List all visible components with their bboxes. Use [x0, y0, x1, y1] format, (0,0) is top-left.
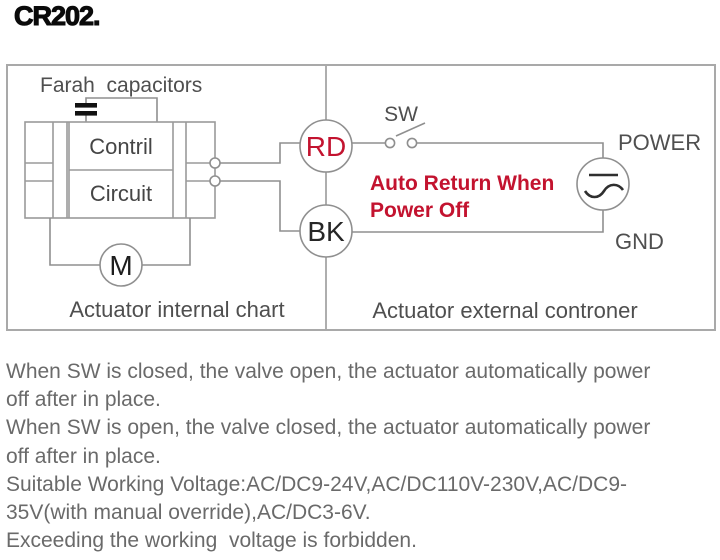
bk-node: BK: [299, 204, 353, 258]
wiring-diagram: Farah capacitors Contril Circuit M: [6, 64, 716, 331]
actuator-body: Contril Circuit: [24, 121, 216, 219]
ground-label: GND: [615, 229, 664, 254]
note-line: off after in place.: [6, 388, 161, 412]
note-line: Exceeding the working voltage is forbidd…: [6, 529, 417, 553]
switch-label: SW: [384, 103, 418, 126]
rd-label: RD: [306, 131, 346, 162]
capacitor-icon: [75, 97, 158, 122]
switch-icon: [384, 122, 426, 149]
note-line: 35V(with manual override),AC/DC3-6V.: [6, 501, 371, 525]
annotation-line2: Power Off: [370, 199, 470, 222]
motor-label: M: [109, 250, 132, 281]
note-line: Suitable Working Voltage:AC/DC9-24V,AC/D…: [6, 472, 627, 496]
capacitor-label: Farah capacitors: [40, 74, 202, 97]
notes-block: When SW is closed, the valve open, the a…: [6, 358, 718, 555]
control-box-line1: Contril: [89, 134, 153, 159]
wire-switch-to-source: [416, 142, 604, 158]
annotation-line1: Auto Return When: [370, 172, 554, 195]
bk-label: BK: [307, 216, 345, 247]
terminal-top: [209, 157, 221, 169]
caption-internal: Actuator internal chart: [69, 297, 284, 322]
note-line: When SW is closed, the valve open, the a…: [6, 360, 651, 383]
control-box-line2: Circuit: [90, 181, 152, 206]
motor-icon: M: [49, 218, 191, 287]
note-line: When SW is open, the valve closed, the a…: [6, 416, 651, 440]
wire-source-to-bk: [326, 210, 604, 233]
note-line: off after in place.: [6, 444, 161, 468]
caption-external: Actuator external controner: [372, 298, 637, 323]
power-label: POWER: [618, 130, 701, 155]
page-title: CR202.: [13, 0, 101, 31]
terminal-bottom: [209, 175, 221, 187]
diagram-border: [6, 64, 716, 331]
rd-node: RD: [299, 119, 353, 173]
ac-source-icon: [576, 157, 630, 211]
